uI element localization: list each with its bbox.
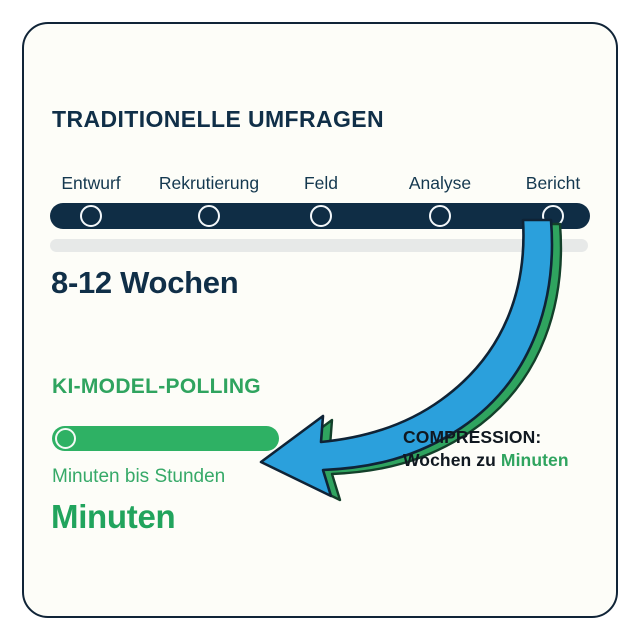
traditional-section-title: TRADITIONELLE UMFRAGEN	[52, 106, 385, 132]
circle-node-icon	[429, 205, 451, 227]
compression-annotation-detail-prefix: Wochen zu	[403, 450, 501, 470]
circle-node-icon	[542, 205, 564, 227]
compression-annotation-detail: Wochen zu Minuten	[403, 450, 569, 471]
ai-progress-track	[52, 426, 279, 451]
timeline-stage-label: Feld	[303, 173, 339, 193]
ai-section-title: KI-MODEL-POLLING	[52, 375, 261, 398]
traditional-duration-value: 8-12 Wochen	[51, 265, 239, 300]
compression-annotation: COMPRESSION: Wochen zu Minuten	[403, 427, 569, 471]
timeline-stage-label: Bericht	[525, 173, 581, 193]
timeline-stage-label: Rekrutierung	[158, 173, 260, 193]
timeline-stage-label: Analyse	[408, 173, 472, 193]
timeline-stage-label: Entwurf	[61, 173, 121, 193]
circle-node-icon	[198, 205, 220, 227]
compression-annotation-title: COMPRESSION:	[403, 427, 542, 447]
compression-annotation-detail-accent: Minuten	[500, 450, 569, 470]
traditional-timeline-track	[50, 203, 590, 229]
ai-duration-subtitle: Minuten bis Stunden	[52, 466, 226, 487]
traditional-secondary-track	[50, 239, 588, 252]
circle-node-icon	[310, 205, 332, 227]
circle-node-icon	[80, 205, 102, 227]
circle-node-icon	[54, 428, 76, 449]
ai-duration-value: Minuten	[51, 498, 176, 535]
